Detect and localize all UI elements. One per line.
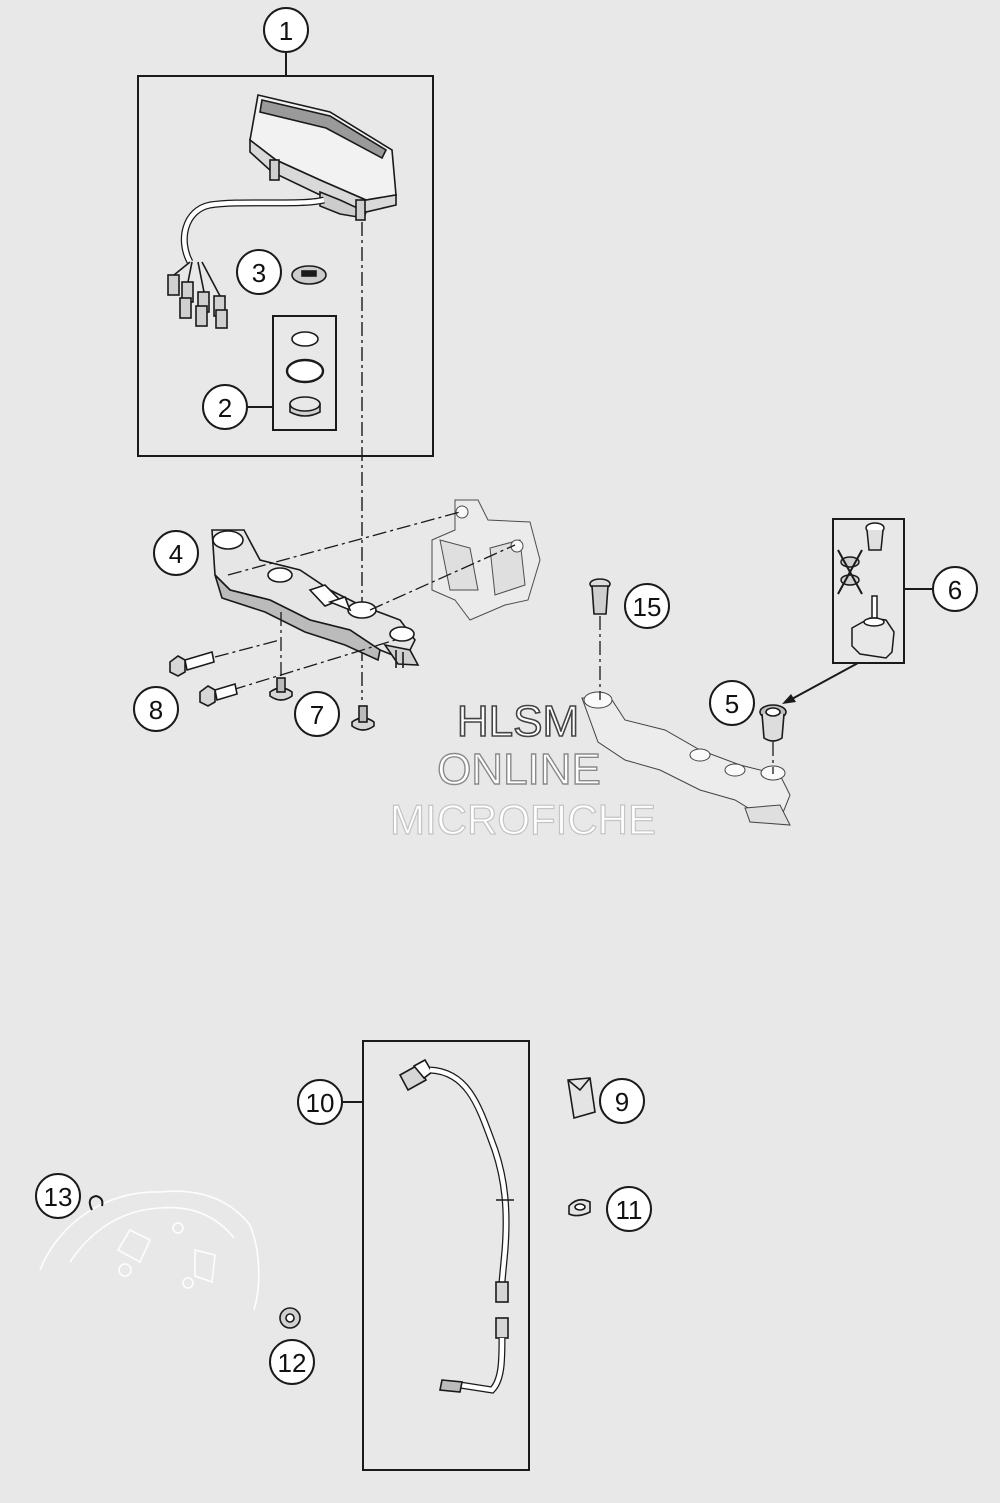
- seal-disc-part-3: [291, 265, 327, 285]
- callout-8-label: 8: [149, 695, 163, 725]
- clip-part-11: [568, 1198, 591, 1217]
- callout-1: 1: [263, 7, 309, 53]
- callout-4: 4: [153, 530, 199, 576]
- callout-1-label: 1: [279, 16, 293, 46]
- watermark: HLSM ONLINE MICROFICHE: [389, 696, 656, 843]
- bolt-part-8: [169, 650, 238, 707]
- callout-11-label: 11: [616, 1195, 643, 1225]
- callout-2-label: 2: [218, 393, 232, 423]
- mount-kit-part-6: [837, 522, 895, 659]
- callout-3-label: 3: [252, 258, 266, 288]
- arrow-head-6: [782, 694, 796, 704]
- callout-12: 12: [269, 1339, 315, 1385]
- callout-5-label: 5: [725, 689, 739, 719]
- callout-13: 13: [35, 1173, 81, 1219]
- bushing-part-12: [279, 1307, 301, 1329]
- grommet-kit-part-2: [285, 331, 325, 417]
- circlip-part-13: [88, 1194, 104, 1211]
- grommet-part-5: [759, 704, 787, 742]
- callout-3: 3: [236, 249, 282, 295]
- watermark-line-1: HLSM: [457, 697, 579, 746]
- callout-7-label: 7: [310, 700, 324, 730]
- callout-8: 8: [133, 686, 179, 732]
- callout-6-label: 6: [948, 575, 962, 605]
- callout-11: 11: [606, 1186, 652, 1232]
- callout-9-label: 9: [615, 1087, 629, 1117]
- group-box-6: [832, 518, 905, 664]
- callout-6: 6: [932, 566, 978, 612]
- speed-sensor-cable-part-10: [398, 1058, 514, 1394]
- callout-9: 9: [599, 1078, 645, 1124]
- assembly-line-lower: [369, 544, 516, 611]
- callout-13-label: 13: [44, 1182, 73, 1212]
- arrow-6-to-5: [789, 662, 859, 701]
- callout-5: 5: [709, 680, 755, 726]
- assembly-line-bolt2: [231, 639, 396, 691]
- callout-10: 10: [297, 1079, 343, 1125]
- watermark-line-2: ONLINE: [437, 745, 601, 794]
- assembly-line-upper: [227, 511, 461, 576]
- brake-disc-ghost: [39, 1190, 260, 1311]
- group-box-10: [362, 1040, 530, 1471]
- assembly-line-bolt1: [214, 639, 281, 658]
- bracket-part-4: [211, 529, 420, 668]
- pin-part-15: [589, 578, 611, 615]
- watermark-line-3: MICROFICHE: [390, 796, 656, 843]
- callout-12-label: 12: [278, 1348, 307, 1378]
- callout-10-label: 10: [306, 1088, 335, 1118]
- headlight-mount-ghost: [431, 499, 541, 621]
- screw-part-7: [269, 677, 375, 731]
- instrument-cluster-part: [167, 94, 397, 329]
- callout-4-label: 4: [169, 539, 183, 569]
- callout-15-label: 15: [633, 592, 662, 622]
- callout-2: 2: [202, 384, 248, 430]
- group-box-2: [272, 315, 337, 431]
- callout-15: 15: [624, 583, 670, 629]
- callout-7: 7: [294, 691, 340, 737]
- bracket-ghost-right: [581, 691, 791, 826]
- clip-part-9: [567, 1077, 596, 1120]
